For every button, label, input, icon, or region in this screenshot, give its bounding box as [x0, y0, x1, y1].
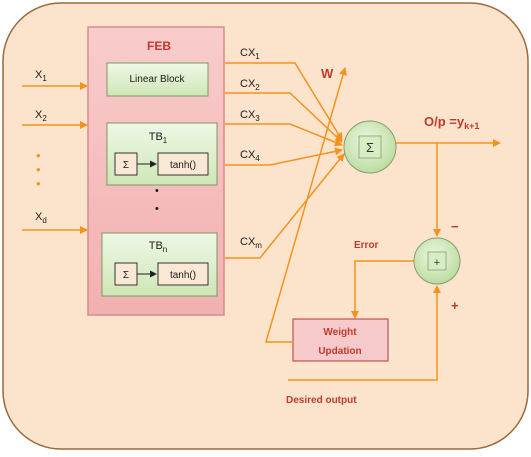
summation-symbol: Σ	[366, 140, 374, 155]
input-dot-2: •	[36, 162, 41, 177]
adder-symbol-box	[427, 251, 447, 271]
desired-output-label: Desired output	[286, 395, 357, 406]
weight-updation-line1: Weight	[323, 327, 357, 338]
feb-title: FEB	[147, 39, 171, 53]
weight-label: W	[321, 66, 334, 81]
error-label: Error	[354, 240, 379, 251]
cx4-label: CX4	[240, 149, 260, 163]
cx2-label: CX2	[240, 78, 260, 92]
plus-sign: +	[451, 298, 459, 313]
tbn-sum-symbol: Σ	[123, 270, 129, 281]
weight-arrow	[265, 67, 347, 343]
cx1-line	[225, 62, 343, 141]
cxm-line	[225, 153, 345, 259]
feb-dot-2: •	[155, 203, 159, 215]
input-dot-1: •	[36, 148, 41, 163]
cx2-line	[225, 92, 343, 143]
weight-updation-line2: Updation	[318, 346, 361, 357]
input-label-xd: Xd	[35, 211, 47, 225]
tbn-tanh-label: tanh()	[170, 270, 196, 281]
input-dot-3: •	[36, 176, 41, 191]
desired-output-line	[288, 285, 441, 381]
input-label-x2: X2	[35, 109, 47, 123]
tb1-tanh-label: tanh()	[170, 160, 196, 171]
minus-sign: −	[451, 219, 459, 234]
background-panel	[2, 2, 529, 450]
cx3-label: CX3	[240, 109, 260, 123]
input-label-x1: X1	[35, 69, 47, 83]
tb1-tanh-box	[157, 152, 209, 176]
cx4-line	[225, 147, 343, 166]
weight-updation-block	[292, 318, 389, 362]
linear-block	[106, 62, 209, 97]
linear-block-label: Linear Block	[129, 74, 185, 85]
feb-dot-1: •	[155, 185, 159, 197]
tb1-label: TB1	[149, 131, 168, 145]
tbn-tanh-box	[157, 262, 209, 286]
error-line	[351, 260, 414, 319]
cxm-label: CXm	[240, 236, 262, 250]
summation-symbol-box	[358, 135, 382, 159]
adder-symbol: +	[434, 257, 440, 269]
cx1-label: CX1	[240, 47, 260, 61]
tb1-sum-symbol: Σ	[123, 160, 129, 171]
tbn-label: TBn	[149, 240, 168, 254]
output-label: O/p =yk+1	[424, 114, 479, 131]
